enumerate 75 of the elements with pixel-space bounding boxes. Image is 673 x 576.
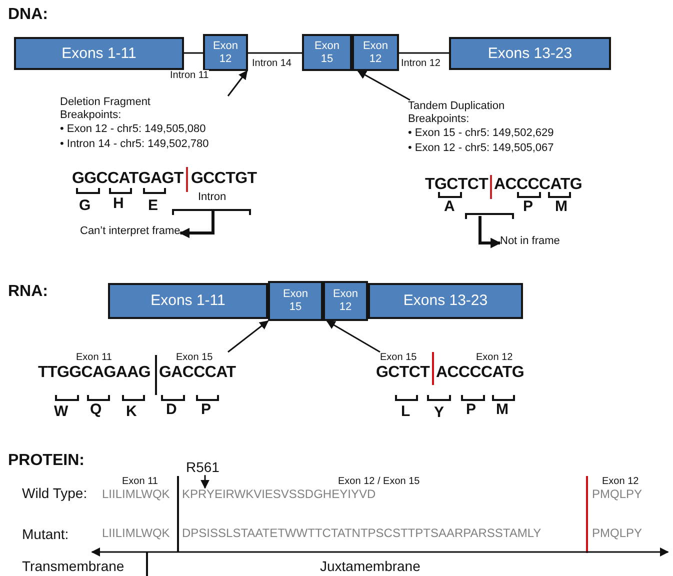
breakpoint-heading: Tandem Duplication Breakpoints:: [408, 100, 506, 126]
protein-sequence: DPSISSLSTAATETWWTTCTATNTPSCSTTPTSAARPARSSTAMLY: [182, 527, 542, 541]
arrow: [357, 70, 410, 101]
row-label: Wild Type:: [22, 485, 88, 502]
arrow: [326, 320, 380, 353]
section-heading: DNA:: [8, 6, 48, 24]
amino-acid: P: [201, 401, 212, 418]
breakpoint-item: • Exon 12 - chr5: 149,505,067: [408, 142, 555, 155]
protein-sequence: KPRYEIRWKVIESVSSDGHEYIYVD: [182, 488, 376, 502]
exon-box: Exon 12: [203, 34, 248, 71]
amino-acid: P: [523, 198, 534, 216]
region-label: Intron: [198, 191, 226, 204]
exon-label: Exon 12: [602, 476, 639, 488]
intron-line: [184, 52, 203, 54]
amino-acid: P: [466, 401, 476, 418]
amino-acid: K: [126, 403, 137, 420]
amino-acid: M: [555, 198, 568, 216]
exon-box: Exons 1-11: [14, 37, 184, 70]
exon-box: Exons 13-23: [449, 37, 611, 70]
exon-box: Exon 12: [323, 281, 368, 321]
dna-sequence: ACCCCATG: [436, 364, 524, 382]
frame-note: Can’t interpret frame: [80, 225, 180, 238]
protein-sequence: PMQLPY: [592, 527, 642, 541]
exon-box: Exons 13-23: [368, 283, 523, 319]
frame-note: Not in frame: [500, 235, 560, 248]
amino-acid: L: [401, 403, 410, 420]
dna-sequence: GACCCAT: [159, 364, 236, 382]
section-heading: RNA:: [8, 283, 48, 302]
arrow: [179, 210, 214, 238]
exon-box: Exons 1-11: [108, 283, 268, 319]
amino-acid: Y: [434, 404, 444, 422]
edge-label: Intron 11: [170, 70, 209, 82]
exon-label: Exon 15: [380, 352, 417, 364]
intron-line: [399, 52, 449, 54]
amino-acid: D: [166, 401, 177, 418]
exon-label: Exon 12: [476, 352, 513, 364]
amino-acid: H: [113, 195, 124, 212]
dna-sequence: GCCTGT: [191, 170, 257, 188]
dna-sequence: TTGGCAGAAG: [38, 364, 151, 382]
breakpoint-item: • Intron 14 - chr5: 149,502,780: [60, 138, 210, 151]
amino-acid: G: [79, 197, 91, 214]
breakpoint-item: • Exon 15 - chr5: 149,502,629: [408, 127, 555, 140]
dna-sequence: ACCCCATG: [494, 176, 582, 194]
exon-box: Exon 12: [352, 34, 399, 71]
domain-label: Juxtamembrane: [320, 558, 420, 574]
domain-label: Transmembrane: [22, 558, 124, 574]
arrow: [227, 70, 248, 96]
dna-sequence: GGCCATGAGT: [72, 170, 184, 188]
exon-box: Exon 15: [268, 281, 323, 321]
dna-sequence: GCTCT: [376, 364, 430, 382]
amino-acid: M: [496, 401, 508, 418]
edge-label: Intron 12: [401, 58, 440, 70]
breakpoint-item: • Exon 12 - chr5: 149,505,080: [60, 123, 207, 136]
exon-box: Exon 15: [302, 34, 352, 71]
amino-acid: Q: [90, 401, 102, 418]
intron-line: [248, 52, 302, 54]
arrow: [228, 320, 269, 353]
amino-acid: A: [444, 198, 455, 216]
breakpoint-heading: Deletion Fragment Breakpoints:: [60, 96, 152, 122]
protein-sequence: LIILIMLWQK: [102, 527, 170, 541]
arrow: [200, 475, 210, 489]
amino-acid: W: [54, 403, 68, 420]
exon-label: Exon 11: [76, 352, 112, 364]
arrow: [478, 216, 502, 248]
edge-label: Intron 14: [252, 58, 292, 70]
exon-label: Exon 11: [122, 476, 158, 488]
section-heading: PROTEIN:: [8, 452, 84, 470]
protein-sequence: PMQLPY: [592, 488, 642, 502]
residue-label: R561: [186, 459, 220, 476]
amino-acid: E: [148, 197, 158, 214]
exon-label: Exon 12 / Exon 15: [338, 476, 420, 488]
row-label: Mutant:: [22, 526, 69, 542]
dna-sequence: TGCTCT: [425, 176, 488, 194]
exon-label: Exon 15: [176, 352, 213, 364]
protein-sequence: LIILIMLWQK: [102, 488, 170, 502]
